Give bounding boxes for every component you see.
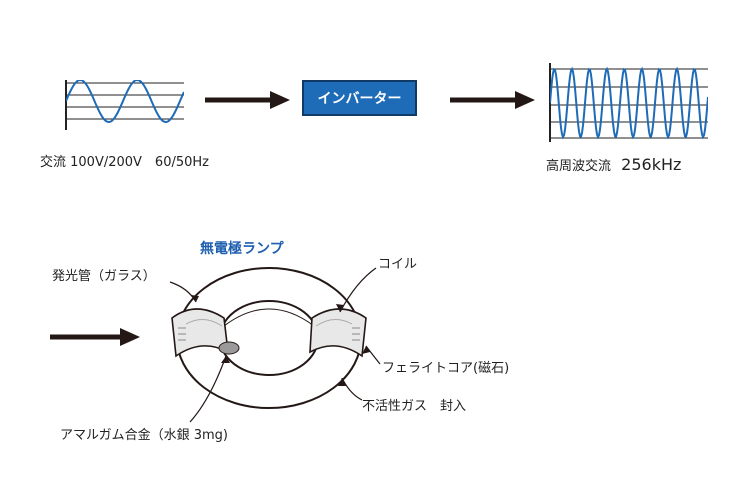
leader-lines [169,267,381,423]
ac-input-label: 交流 100V/200V 60/50Hz [40,155,209,170]
hf-output-frequency: 256kHz [621,155,682,174]
hf-output-label: 高周波交流 256kHz [546,155,681,174]
hf-waveform-panel [549,63,708,142]
arrow-to-lamp [50,328,140,346]
right-coil [309,308,367,358]
electrodeless-lamp [171,267,367,409]
ac-waveform-panel [65,80,184,130]
hf-sine-wave [550,66,708,140]
amalgam-pellet [218,341,240,355]
hf-output-prefix: 高周波交流 [546,159,612,174]
lamp-title: 無電極ランプ [200,241,284,257]
ferrite-core-label: フェライトコア(磁石) [382,361,510,376]
arrow-to-inverter [205,91,290,109]
amalgam-label: アマルガム合金（水銀 3mg) [60,428,229,443]
coil-label: コイル [378,257,418,272]
ac-sine-wave [66,80,184,124]
arrow-to-hf-output [450,91,535,109]
glass-tube-label: 発光管（ガラス） [52,269,156,284]
inverter-box: インバーター [302,80,417,116]
inverter-label: インバーター [317,91,402,107]
inert-gas-label: 不活性ガス 封入 [362,399,467,414]
